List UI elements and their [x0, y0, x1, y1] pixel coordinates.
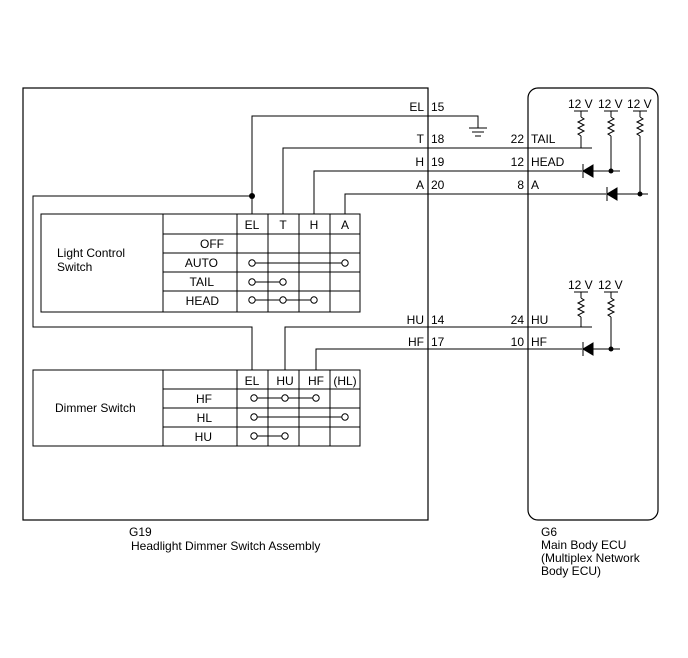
light-switch-contacts — [248, 259, 349, 304]
light-control-switch-table — [40, 213, 361, 313]
light-col-h: H — [310, 218, 319, 232]
pin-label-el: EL — [409, 100, 424, 114]
assembly-box — [22, 87, 429, 521]
pin-label-hf-ecu: HF — [531, 335, 547, 349]
pin-number-20: 20 — [431, 178, 445, 192]
pin-label-tail: TAIL — [531, 132, 556, 146]
light-row-tail: TAIL — [190, 275, 215, 289]
pin-number-10: 10 — [511, 335, 525, 349]
light-row-off: OFF — [200, 237, 224, 251]
pin-label-h: H — [415, 155, 424, 169]
dimmer-col-el: EL — [245, 374, 260, 388]
ecu-name-1: Main Body ECU — [541, 538, 626, 552]
ecu-name-2: (Multiplex Network — [541, 551, 641, 565]
dimmer-switch-table — [32, 369, 361, 447]
assembly-name: Headlight Dimmer Switch Assembly — [131, 539, 320, 553]
pin-label-hu-ecu: HU — [531, 313, 548, 327]
pin-number-24: 24 — [511, 313, 525, 327]
assembly-internal-wiring — [32, 115, 428, 370]
pin-number-8: 8 — [517, 178, 524, 192]
ecu-name-3: Body ECU) — [541, 564, 601, 578]
light-col-t: T — [279, 218, 287, 232]
pin-label-a-ecu: A — [531, 178, 539, 192]
light-switch-title-2: Switch — [57, 260, 92, 274]
light-row-head: HEAD — [186, 294, 220, 308]
supply-label-1: 12 V — [568, 97, 593, 111]
dimmer-row-hu: HU — [195, 430, 212, 444]
light-col-el: EL — [245, 218, 260, 232]
supply-label-4: 12 V — [568, 278, 593, 292]
dimmer-col-hl: (HL) — [333, 374, 356, 388]
light-col-a: A — [341, 218, 349, 232]
pin-number-17: 17 — [431, 335, 445, 349]
dimmer-col-hu: HU — [276, 374, 293, 388]
supply-label-5: 12 V — [598, 278, 623, 292]
pin-number-12: 12 — [511, 155, 525, 169]
harness-wires — [428, 115, 528, 350]
dimmer-switch-title: Dimmer Switch — [55, 401, 136, 415]
ecu-lower-circuit — [528, 291, 620, 356]
ecu-upper-circuit — [528, 110, 648, 201]
pin-number-14: 14 — [431, 313, 445, 327]
ecu-box — [527, 87, 659, 521]
pin-label-a: A — [416, 178, 424, 192]
pin-label-head: HEAD — [531, 155, 565, 169]
light-row-auto: AUTO — [185, 256, 218, 270]
ecu-code: G6 — [541, 525, 557, 539]
supply-label-3: 12 V — [627, 97, 652, 111]
pin-label-hu: HU — [407, 313, 424, 327]
dimmer-col-hf: HF — [308, 374, 324, 388]
pin-number-18: 18 — [431, 132, 445, 146]
supply-label-2: 12 V — [598, 97, 623, 111]
pin-label-t: T — [417, 132, 425, 146]
pin-number-19: 19 — [431, 155, 445, 169]
pin-label-hf: HF — [408, 335, 424, 349]
pin-number-15: 15 — [431, 100, 445, 114]
dimmer-row-hl: HL — [197, 411, 213, 425]
dimmer-row-hf: HF — [196, 392, 212, 406]
pin-number-22: 22 — [511, 132, 525, 146]
assembly-code: G19 — [129, 525, 152, 539]
light-switch-title-1: Light Control — [57, 246, 125, 260]
dimmer-switch-contacts — [250, 394, 349, 440]
